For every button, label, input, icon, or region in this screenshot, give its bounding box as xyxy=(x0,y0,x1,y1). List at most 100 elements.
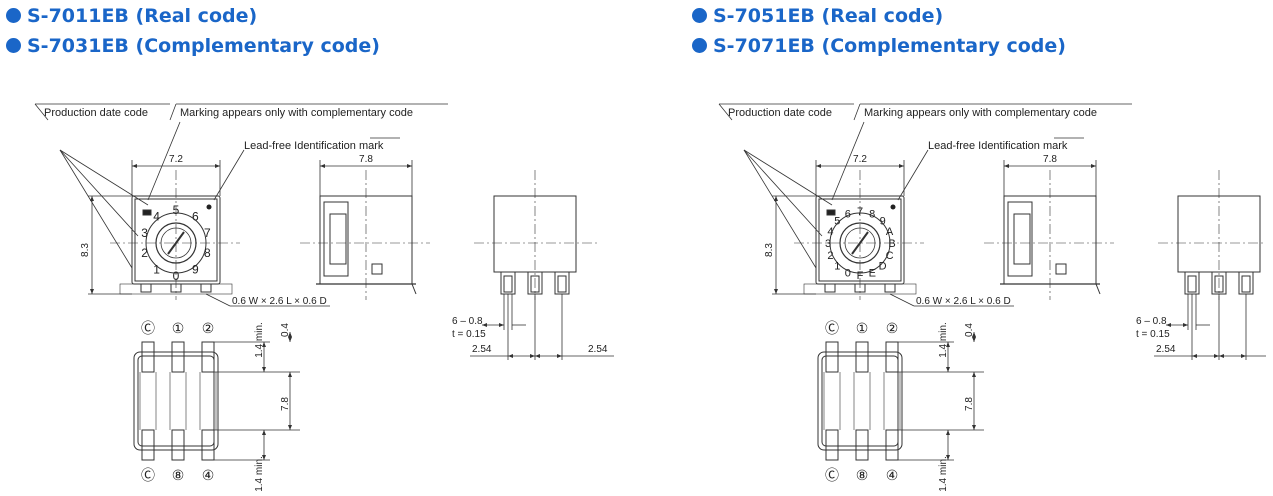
heading-text: S-7011EB (Real code) xyxy=(27,5,258,27)
arrow-head xyxy=(1192,354,1197,358)
callout-leader xyxy=(831,121,865,201)
lead-free-mark-dot xyxy=(890,204,896,210)
arrow-head xyxy=(132,164,137,168)
heading-real-code-right: S-7051EB (Real code) xyxy=(692,4,943,28)
pin-label-bottom: ⑧ xyxy=(172,467,185,483)
dial-outer xyxy=(829,212,891,274)
pitch-right-value: 2.54 xyxy=(588,344,608,355)
heading-text: S-7071EB (Complementary code) xyxy=(713,35,1066,57)
arrow-head xyxy=(262,455,266,460)
arrow-head xyxy=(262,342,266,347)
callout-leader xyxy=(889,293,915,307)
pin-core xyxy=(1214,275,1224,293)
terminal-stub xyxy=(140,283,152,293)
pad-top xyxy=(855,341,869,373)
arrow-head xyxy=(90,289,94,294)
pad-top xyxy=(885,341,899,373)
dial-digit: 3 xyxy=(141,226,148,240)
dial-digit: 3 xyxy=(825,238,831,250)
arrow-head xyxy=(816,164,821,168)
dial-knob xyxy=(155,222,197,264)
marking-label: Marking appears only with complementary … xyxy=(180,107,413,119)
arrow-head xyxy=(407,164,412,168)
width-value: 7.2 xyxy=(169,154,183,165)
dial-digit: E xyxy=(869,268,876,280)
callout-leader xyxy=(718,103,733,121)
dial-digit: 2 xyxy=(827,250,833,262)
pitch-left-value: 2.54 xyxy=(472,344,492,355)
pin-label-bottom: Ⓒ xyxy=(141,467,155,483)
arrow-head xyxy=(557,354,562,358)
arrow-head xyxy=(972,337,976,342)
arrow-head xyxy=(1241,354,1246,358)
gap-value: 0.4 xyxy=(280,323,291,337)
terminal-size-label: 0.6 W × 2.6 L × 0.6 D xyxy=(916,296,1011,307)
callout-leader xyxy=(59,149,133,269)
arrow-head xyxy=(482,323,487,327)
arrow-head xyxy=(1183,323,1188,327)
pin-size-value: 6 – 0.8 xyxy=(1136,316,1167,327)
pin-core xyxy=(530,275,540,293)
dial-digit: 9 xyxy=(192,263,199,277)
arrow-head xyxy=(946,430,950,435)
pin-span-value: 7.8 xyxy=(964,397,975,411)
width-value: 7.2 xyxy=(853,154,867,165)
thickness-value: t = 0.15 xyxy=(452,329,486,340)
pad-top xyxy=(141,341,155,373)
dial-inner xyxy=(160,227,192,259)
front-view-base xyxy=(803,283,917,295)
dial-digit: 0 xyxy=(173,269,180,283)
arrow-head xyxy=(535,354,540,358)
dial-digit: C xyxy=(886,250,894,262)
height-value: 8.3 xyxy=(80,243,91,257)
arrow-head xyxy=(1214,354,1219,358)
arrow-head xyxy=(499,323,504,327)
side-width-value: 7.8 xyxy=(359,154,373,165)
footprint-inner xyxy=(137,355,215,447)
dial-slot xyxy=(167,231,185,255)
pin-label-top: ② xyxy=(202,320,215,336)
lead-top-value: 1.4 min. xyxy=(938,322,949,358)
pin-core xyxy=(503,275,513,293)
dial-digit: F xyxy=(857,270,864,282)
callout-leader xyxy=(213,149,245,201)
pin-label-top: ② xyxy=(886,320,899,336)
dial-digit: 1 xyxy=(834,261,840,273)
callout-leader xyxy=(34,103,49,121)
dial-digit: 8 xyxy=(869,208,875,220)
callout-leader xyxy=(147,121,181,201)
arrow-head xyxy=(972,372,976,377)
production-date-label: Production date code xyxy=(728,107,832,119)
pin-core xyxy=(1241,275,1251,293)
dial-digit: 0 xyxy=(845,268,851,280)
side-view-window xyxy=(1055,263,1067,275)
dial-outer xyxy=(145,212,207,274)
dial-inner xyxy=(844,227,876,259)
arrow-head xyxy=(946,342,950,347)
terminal-size-label: 0.6 W × 2.6 L × 0.6 D xyxy=(232,296,327,307)
lead-top-value: 1.4 min. xyxy=(254,322,265,358)
date-mark xyxy=(142,209,152,216)
front-view-base xyxy=(119,283,233,295)
pin-body xyxy=(500,271,516,295)
arrow-head xyxy=(262,430,266,435)
pad-top xyxy=(825,341,839,373)
pad-bottom xyxy=(171,429,185,461)
pad-top xyxy=(201,341,215,373)
gap-value: 0.4 xyxy=(964,323,975,337)
heading-complementary-code-right: S-7071EB (Complementary code) xyxy=(692,34,1066,58)
dial-digit: 4 xyxy=(153,209,160,223)
side-view-knob xyxy=(1013,213,1031,265)
arrow-head xyxy=(1166,323,1171,327)
height-value: 8.3 xyxy=(764,243,775,257)
arrow-head xyxy=(288,425,292,430)
dial-slot xyxy=(851,231,869,255)
pin-core xyxy=(1187,275,1197,293)
pin-label-bottom: ④ xyxy=(886,467,899,483)
bullet-icon xyxy=(6,8,21,23)
pin-label-top: Ⓒ xyxy=(141,320,155,336)
heading-complementary-code-left: S-7031EB (Complementary code) xyxy=(6,34,380,58)
bullet-icon xyxy=(692,8,707,23)
footprint-body xyxy=(817,351,903,451)
